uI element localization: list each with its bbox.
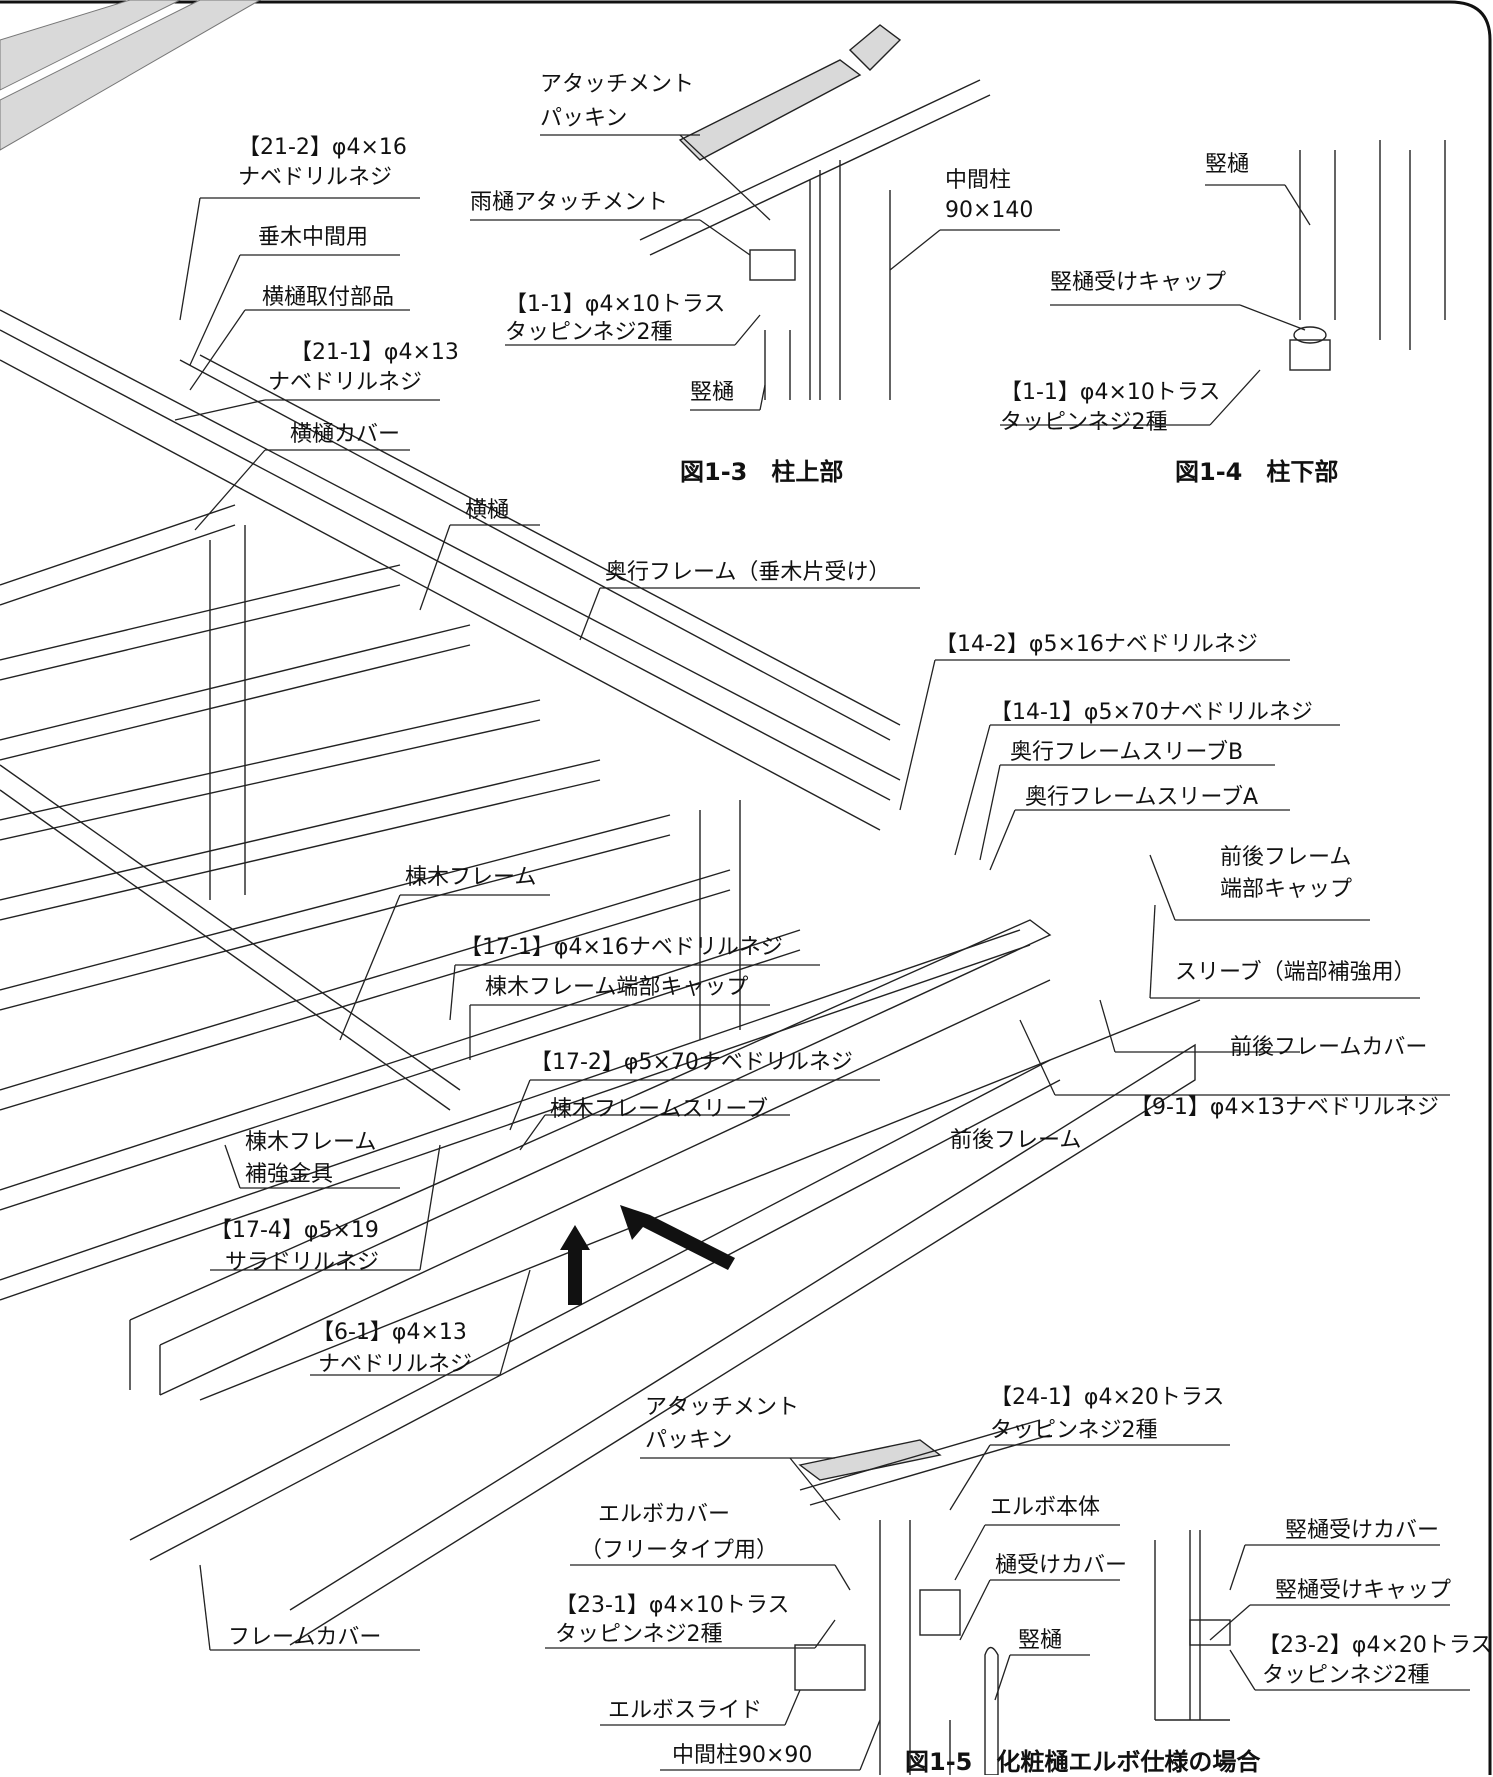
caption-fig-1-4: 図1-4 柱下部 xyxy=(1175,458,1339,486)
label-elbow-slide: エルボスライド xyxy=(608,1698,763,1723)
label-back-frame: 奥行フレーム（垂木片受け） xyxy=(605,560,891,585)
label-screw-23-2-line2: タッピンネジ2種 xyxy=(1262,1663,1430,1688)
direction-arrows xyxy=(560,1205,735,1305)
label-attachment-packing-bot-line2: パッキン xyxy=(645,1428,733,1453)
label-screw-1-1-top-line1: 【1-1】φ4×10トラス xyxy=(505,292,726,317)
label-mid-post-line1: 中間柱 xyxy=(945,168,1012,193)
label-elbow-cover-line2: （フリータイプ用） xyxy=(580,1538,779,1563)
label-screw-17-1: 【17-1】φ4×16ナベドリルネジ xyxy=(460,935,783,960)
label-back-sleeve-a: 奥行フレームスリーブA xyxy=(1025,785,1259,810)
caption-fig-1-3: 図1-3 柱上部 xyxy=(680,458,844,486)
roof-panels-top xyxy=(0,0,262,151)
label-fb-end-cap-line1: 前後フレーム xyxy=(1220,845,1352,870)
label-attachment-packing-bot-line1: アタッチメント xyxy=(645,1395,800,1420)
caption-fig-1-5: 図1-5 化粧樋エルボ仕様の場合 xyxy=(905,1748,1261,1776)
label-screw-14-2: 【14-2】φ5×16ナベドリルネジ xyxy=(935,632,1258,657)
label-screw-21-2-line2: ナベドリルネジ xyxy=(238,165,393,190)
label-back-sleeve-b: 奥行フレームスリーブB xyxy=(1010,740,1244,765)
roof-grid xyxy=(0,309,1031,1301)
label-screw-23-2-line1: 【23-2】φ4×20トラス xyxy=(1258,1633,1493,1658)
label-rain-gutter-attachment: 雨樋アタッチメント xyxy=(470,190,669,215)
label-ridge-bracket-line2: 補強金具 xyxy=(245,1162,334,1187)
label-fb-frame-cover: 前後フレームカバー xyxy=(1230,1035,1428,1060)
fig-1-4-illustration xyxy=(1289,140,1446,371)
label-elbow-cover-line1: エルボカバー xyxy=(598,1502,731,1527)
label-ridge-sleeve: 棟木フレームスリーブ xyxy=(550,1097,769,1122)
label-gutter-recv-cover: 樋受けカバー xyxy=(995,1553,1128,1578)
label-frame-cover: フレームカバー xyxy=(228,1625,382,1650)
label-screw-6-1-line2: ナベドリルネジ xyxy=(318,1352,473,1377)
front-back-frame xyxy=(129,919,1201,1646)
label-screw-1-1-top-line2: タッピンネジ2種 xyxy=(505,320,673,345)
label-fb-frame: 前後フレーム xyxy=(950,1128,1082,1153)
label-downpipe-recv-cover: 竪樋受けカバー xyxy=(1285,1518,1440,1543)
label-downpipe-cap-a: 竪樋受けキャップ xyxy=(1050,270,1227,295)
label-screw-17-4-line1: 【17-4】φ5×19 xyxy=(210,1218,379,1243)
label-downpipe-a: 竪樋 xyxy=(690,380,735,405)
leader-lines xyxy=(174,134,1470,1771)
fig-1-5-illustration xyxy=(794,1419,1231,1775)
label-screw-21-2-line1: 【21-2】φ4×16 xyxy=(238,135,407,160)
label-mid-post-90: 中間柱90×90 xyxy=(672,1743,813,1768)
label-screw-1-1-b-line2: タッピンネジ2種 xyxy=(1000,410,1168,435)
label-screw-21-1-line2: ナベドリルネジ xyxy=(268,370,423,395)
label-screw-23-1-line1: 【23-1】φ4×10トラス xyxy=(555,1593,790,1618)
label-gutter: 横樋 xyxy=(465,498,510,523)
label-screw-14-1: 【14-1】φ5×70ナベドリルネジ xyxy=(990,700,1313,725)
label-gutter-cover: 横樋カバー xyxy=(290,422,401,447)
label-downpipe-c: 竪樋 xyxy=(1018,1628,1063,1653)
label-screw-24-1-line2: タッピンネジ2種 xyxy=(990,1418,1158,1443)
label-attachment-packing-top-line2: パッキン xyxy=(540,106,628,131)
label-downpipe-b: 竪樋 xyxy=(1205,152,1250,177)
label-screw-21-1-line1: 【21-1】φ4×13 xyxy=(290,340,459,365)
label-screw-1-1-b-line1: 【1-1】φ4×10トラス xyxy=(1000,380,1221,405)
label-fb-end-cap-line2: 端部キャップ xyxy=(1220,877,1353,902)
label-sleeve-end: スリーブ（端部補強用） xyxy=(1175,960,1416,985)
label-ridge-end-cap: 棟木フレーム端部キャップ xyxy=(485,975,749,1000)
label-screw-17-2: 【17-2】φ5×70ナベドリルネジ xyxy=(530,1050,853,1075)
label-screw-6-1-line1: 【6-1】φ4×13 xyxy=(312,1320,467,1345)
label-attachment-packing-top-line1: アタッチメント xyxy=(540,72,695,97)
label-screw-24-1-line1: 【24-1】φ4×20トラス xyxy=(990,1385,1225,1410)
label-screw-17-4-line2: サラドリルネジ xyxy=(225,1250,380,1275)
label-ridge-frame: 棟木フレーム xyxy=(405,865,537,890)
label-downpipe-cap-b: 竪樋受けキャップ xyxy=(1275,1578,1452,1603)
label-mid-post-line2: 90×140 xyxy=(945,198,1034,223)
fig-1-3-illustration xyxy=(639,24,991,400)
label-gutter-fitting: 横樋取付部品 xyxy=(262,285,395,310)
label-ridge-bracket-line1: 棟木フレーム xyxy=(245,1130,377,1155)
label-screw-23-1-line2: タッピンネジ2種 xyxy=(555,1622,723,1647)
label-screw-9-1: 【9-1】φ4×13ナベドリルネジ xyxy=(1130,1095,1439,1120)
label-elbow-body: エルボ本体 xyxy=(990,1495,1101,1520)
label-rafter-mid: 垂木中間用 xyxy=(258,225,369,250)
